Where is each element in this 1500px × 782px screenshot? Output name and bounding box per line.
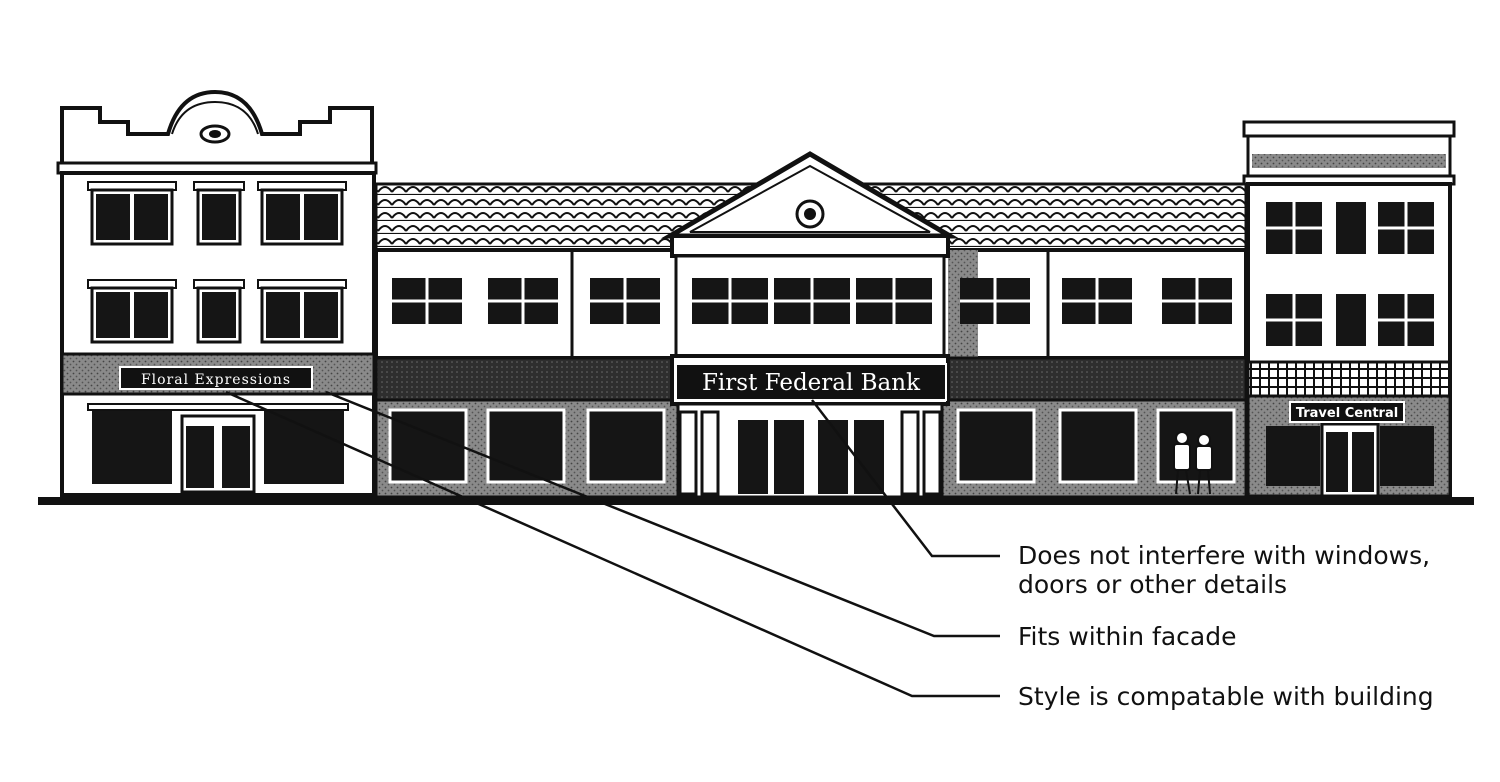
floral-expressions-sign: Floral Expressions — [119, 366, 313, 390]
leader-interfere — [811, 399, 1000, 558]
travel-sign-label: Travel Central — [1296, 406, 1398, 421]
callout-interfere-line1: Does not interfere with windows, — [1018, 541, 1430, 570]
left-building — [56, 89, 378, 497]
ground-line — [38, 497, 1474, 505]
leader-style — [225, 390, 1000, 698]
callout-leaders — [225, 390, 1000, 698]
travel-central-sign: Travel Central — [1289, 401, 1405, 423]
callout-interfere-line2: doors or other details — [1018, 570, 1287, 599]
right-building — [1242, 120, 1456, 498]
callout-fits: Fits within facade — [1018, 622, 1237, 651]
callout-style: Style is compatable with building — [1018, 682, 1434, 711]
leader-fits — [325, 390, 1000, 638]
pedestrians — [1173, 431, 1213, 495]
first-federal-bank-sign: First Federal Bank — [675, 363, 947, 401]
bank-sign-label: First Federal Bank — [702, 370, 921, 396]
floral-sign-label: Floral Expressions — [141, 372, 291, 388]
